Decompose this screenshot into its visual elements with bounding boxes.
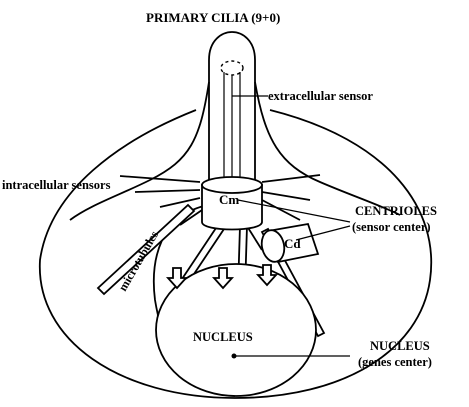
nucleus-right-sublabel: (genes center) xyxy=(358,355,432,369)
diagram-title: PRIMARY CILIA (9+0) xyxy=(146,10,280,25)
nucleus xyxy=(155,263,317,397)
leader-centrioles-cd xyxy=(295,225,351,241)
cilium-membrane-flare-right xyxy=(254,81,401,216)
intracellular-sensors-label: intracellular sensors xyxy=(2,178,111,192)
centrioles-label: CENTRIOLES xyxy=(355,204,437,218)
nucleus-right-label: NUCLEUS xyxy=(370,339,430,353)
extracellular-sensor-label: extracellular sensor xyxy=(268,89,373,103)
cilium-shaft xyxy=(208,31,256,180)
centrioles-sublabel: (sensor center) xyxy=(352,220,431,234)
centriole-cd xyxy=(260,222,320,264)
nucleus-inner-label: NUCLEUS xyxy=(193,330,253,344)
downward-arrows xyxy=(165,264,279,290)
intracellular-sensor-rods xyxy=(119,174,321,251)
centriole-cm xyxy=(201,176,263,231)
centriole-cd-label: Cd xyxy=(284,236,301,251)
centriole-cm-label: Cm xyxy=(219,192,239,207)
cell-membrane xyxy=(39,109,433,399)
nucleus-dot xyxy=(231,353,237,359)
leader-centrioles xyxy=(237,199,351,223)
cilium-membrane-flare xyxy=(69,81,210,221)
